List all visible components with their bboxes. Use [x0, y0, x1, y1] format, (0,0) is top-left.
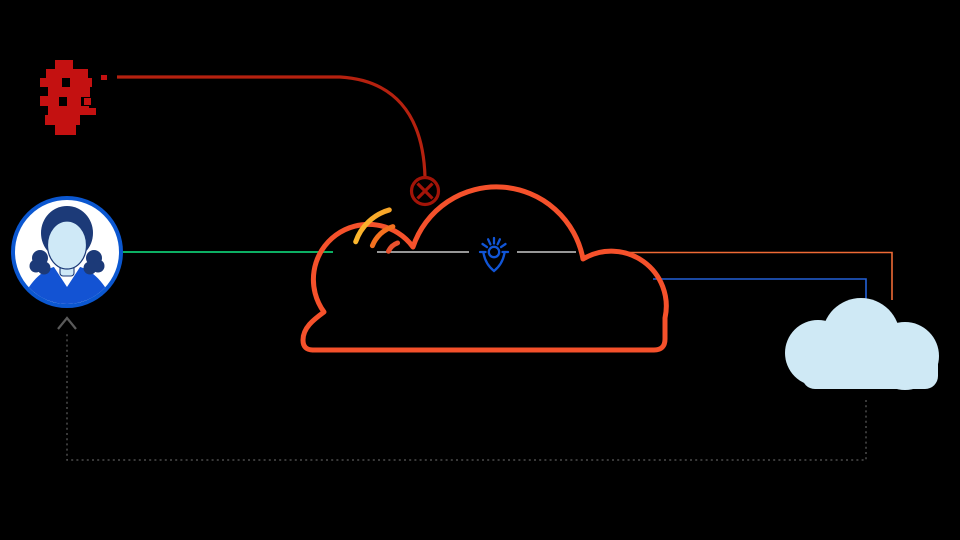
threat-detection-icon — [478, 236, 510, 273]
response-dotted-line — [66, 331, 867, 461]
avatar-face — [46, 220, 88, 270]
wifi-signal-icon — [350, 205, 456, 311]
threat-line — [117, 75, 427, 178]
avatar-hair-buns — [29, 250, 105, 275]
malware-icon — [40, 60, 107, 135]
response-arrowhead-icon — [57, 316, 77, 330]
user-avatar — [11, 196, 123, 308]
blocked-icon — [409, 175, 441, 207]
security-cloud-outline — [300, 184, 669, 353]
allowed-traffic-line-orange — [604, 251, 893, 300]
allowed-traffic-line-blue — [653, 278, 867, 299]
cloud-provider-icon — [785, 298, 939, 390]
